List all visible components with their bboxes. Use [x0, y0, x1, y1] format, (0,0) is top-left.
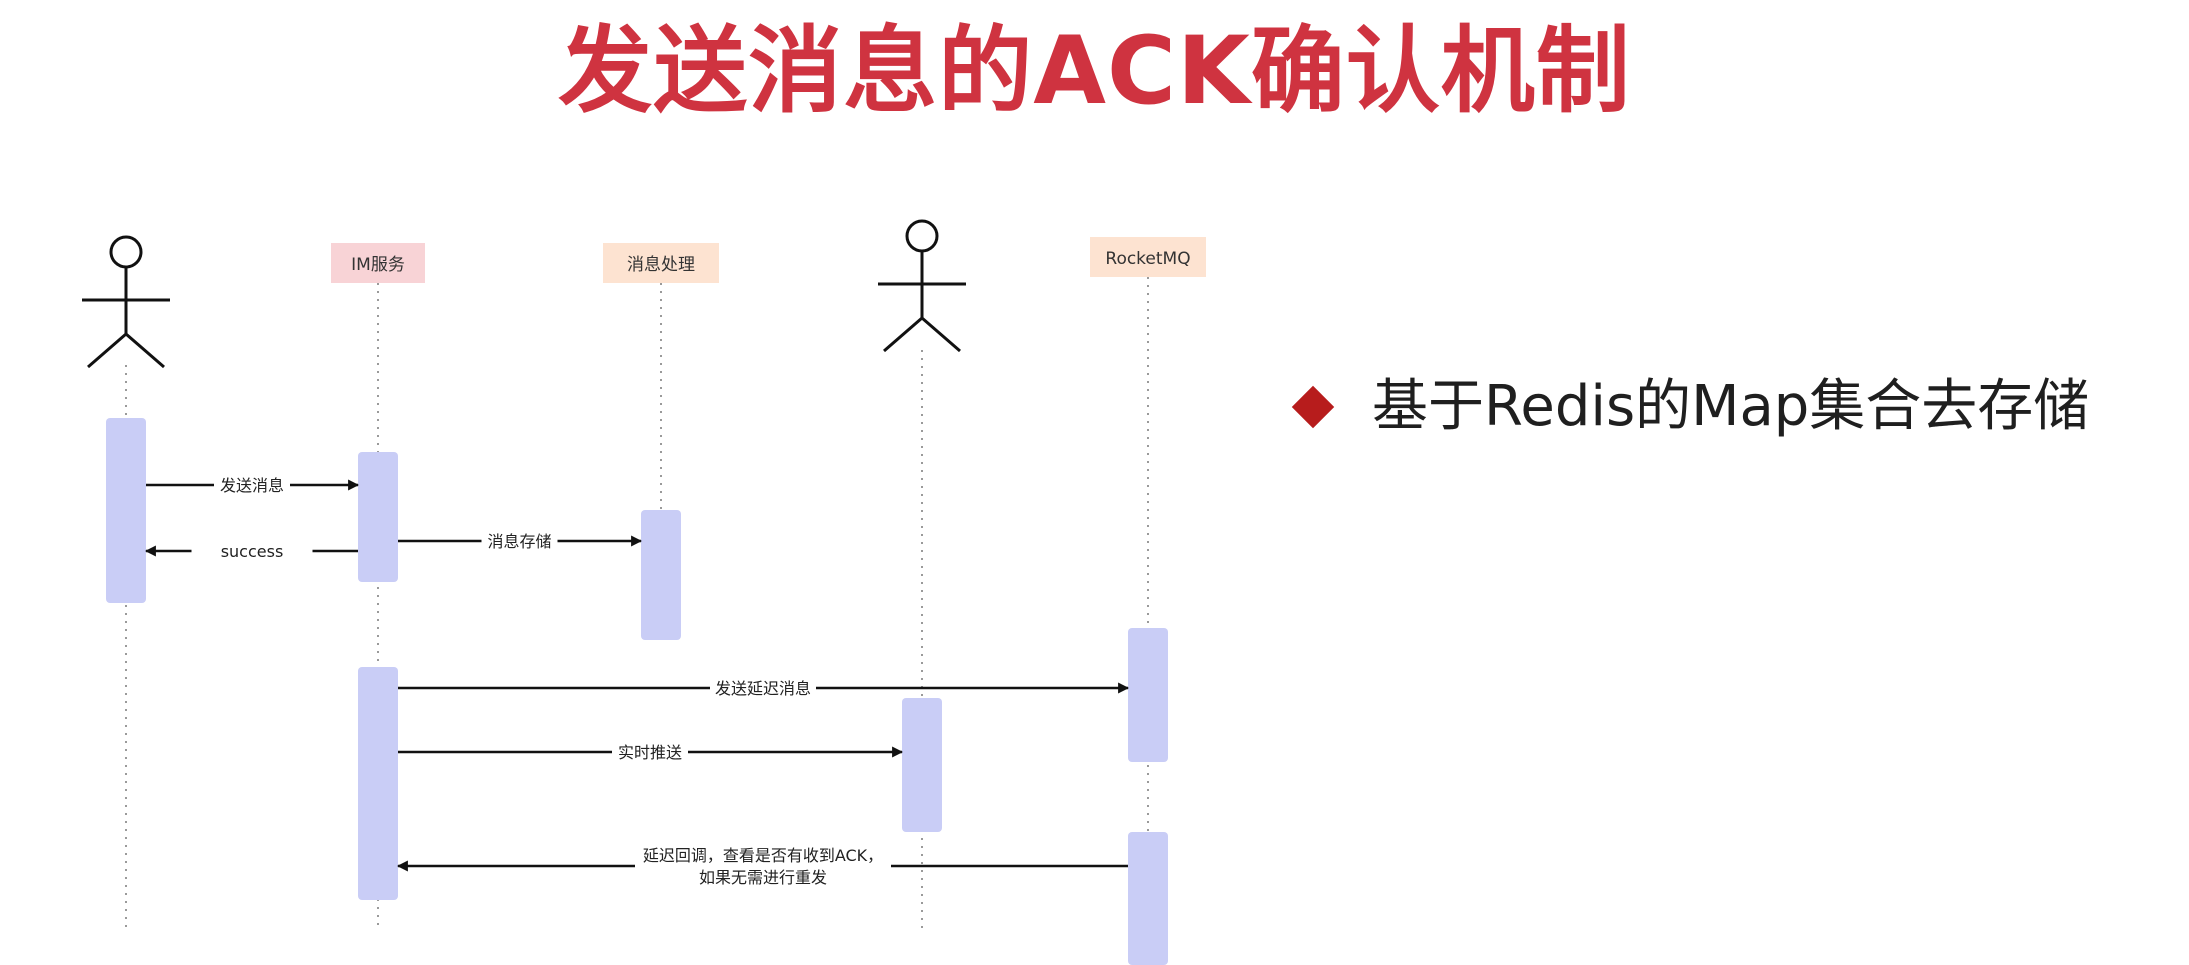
activation-bar-receiver — [902, 698, 942, 832]
activation-bar-sender — [106, 418, 146, 603]
message-label-bg — [191, 537, 313, 565]
actor-sender-icon — [82, 235, 170, 369]
message-label-bg — [481, 527, 558, 555]
actor-head — [905, 219, 939, 253]
message-arrow: success — [144, 537, 358, 565]
bullet-item: 基于Redis的Map集合去存储 — [1290, 372, 2089, 442]
activation-bar-rocketmq — [1128, 628, 1168, 762]
message-arrow: 消息存储 — [398, 527, 643, 555]
actor-left-leg — [883, 316, 923, 353]
bullet-text: 基于Redis的Map集合去存储 — [1372, 374, 2090, 439]
message-arrow: 发送消息 — [146, 471, 360, 499]
message-label: 消息存储 — [487, 532, 551, 551]
message-label-bg — [612, 738, 688, 766]
message-label: success — [221, 542, 284, 561]
participant-label-rocketmq: RocketMQ — [1105, 249, 1190, 269]
message-label-bg — [214, 471, 290, 499]
actor-receiver-icon — [878, 219, 966, 353]
message-arrow: 延迟回调，查看是否有收到ACK， 如果无需进行重发 — [396, 841, 1128, 891]
diamond-bullet-icon — [1291, 385, 1335, 429]
message-arrow: 实时推送 — [398, 738, 904, 766]
message-label-bg — [710, 674, 816, 702]
actor-right-leg — [921, 316, 961, 353]
message-label: 如果无需进行重发 — [699, 868, 827, 887]
participant-box-rocketmq — [1090, 237, 1206, 277]
actor-left-leg — [87, 332, 127, 369]
actor-head — [109, 235, 143, 269]
participant-box-processor — [603, 243, 719, 283]
message-label: 发送消息 — [220, 476, 284, 495]
message-label-bg — [635, 841, 891, 891]
message-label: 实时推送 — [618, 743, 682, 762]
participant-label-im: IM服务 — [351, 255, 405, 275]
activation-bar-processor — [641, 510, 681, 640]
message-label: 延迟回调，查看是否有收到ACK， — [643, 846, 883, 865]
activation-bar-im — [358, 452, 398, 582]
slide-title: 发送消息的ACK确认机制 — [558, 17, 1631, 126]
activation-bar-im — [358, 667, 398, 900]
activation-bar-rocketmq — [1128, 832, 1168, 965]
message-arrow: 发送延迟消息 — [398, 674, 1130, 702]
message-label: 发送延迟消息 — [715, 679, 811, 698]
actor-right-leg — [125, 332, 165, 369]
participant-box-im — [331, 243, 425, 283]
participant-label-processor: 消息处理 — [627, 255, 695, 275]
sequence-diagram: IM服务 消息处理 RocketMQ 发送消息 success 消息存储发送延迟消息实时… — [82, 219, 1206, 965]
